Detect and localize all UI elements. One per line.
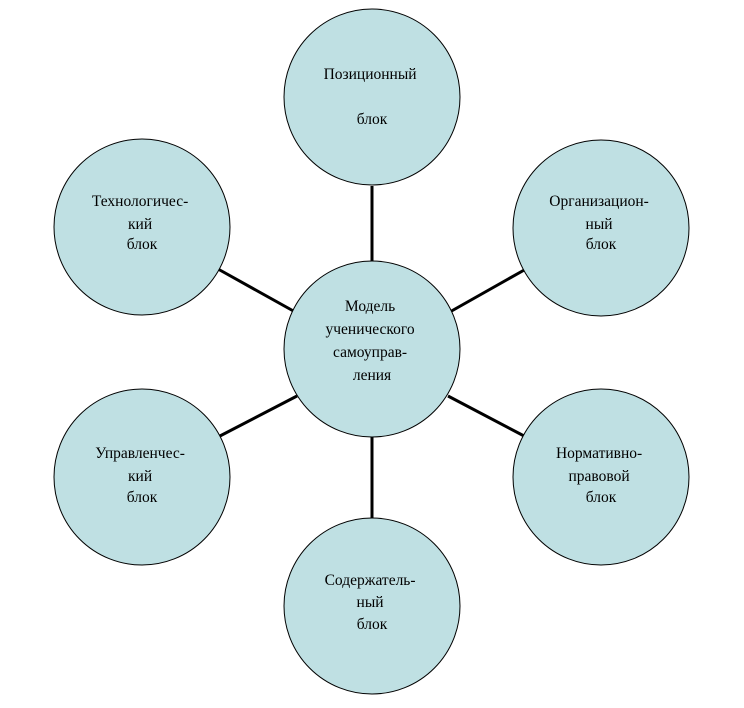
center-line-1: Модель	[345, 298, 395, 315]
center-line-4: ления	[353, 367, 391, 384]
node-technological-line-2: кий	[128, 216, 152, 233]
node-technological-label: Технологичес- кий блок	[92, 193, 192, 253]
node-organizational-line-1: Организацион-	[549, 193, 649, 210]
connector-managerial	[217, 394, 298, 439]
center-node: Модель ученического самоупрaв- ления	[283, 260, 461, 438]
node-normative-legal-line-3: блок	[586, 489, 617, 506]
node-organizational-line-3: блок	[586, 236, 617, 253]
node-managerial-label: Управленчес- кий блок	[95, 445, 189, 506]
connector-organizational	[447, 267, 527, 315]
node-normative-legal-line-2: правовой	[568, 468, 629, 485]
node-organizational: Организацион- ный блок	[512, 139, 690, 317]
node-managerial-line-3: блок	[127, 489, 158, 506]
node-positional-label: Позиционный блок	[324, 66, 421, 128]
center-line-3: самоупрaв-	[333, 344, 407, 361]
center-line-2: ученического	[325, 321, 414, 338]
node-positional-line-1: Позиционный	[324, 66, 417, 83]
connector-normative-legal	[447, 394, 527, 439]
node-managerial-line-2: кий	[128, 468, 152, 485]
node-organizational-label: Организацион- ный блок	[549, 193, 652, 253]
connector-technological	[217, 267, 298, 315]
node-normative-legal: Нормативно- правовой блок	[512, 388, 690, 566]
node-content-line-3: блок	[357, 616, 388, 633]
center-node-label: Модель ученического самоупрaв- ления	[325, 298, 418, 384]
node-normative-legal-label: Нормативно- правовой блок	[556, 445, 646, 506]
node-managerial: Управленчес- кий блок	[53, 388, 231, 566]
node-content-line-1: Содержатель-	[325, 572, 416, 589]
node-content: Содержатель- ный блок	[283, 517, 461, 695]
node-organizational-line-2: ный	[586, 216, 613, 233]
node-content-label: Содержатель- ный блок	[325, 572, 420, 633]
node-technological-line-3: блок	[127, 236, 158, 253]
node-content-line-2: ный	[357, 594, 384, 611]
node-positional: Позиционный блок	[283, 8, 461, 186]
node-technological: Технологичес- кий блок	[53, 138, 231, 316]
node-technological-line-1: Технологичес-	[92, 193, 188, 210]
node-normative-legal-line-1: Нормативно-	[556, 445, 642, 462]
node-positional-line-3: блок	[357, 111, 388, 128]
node-managerial-line-1: Управленчес-	[95, 445, 185, 462]
